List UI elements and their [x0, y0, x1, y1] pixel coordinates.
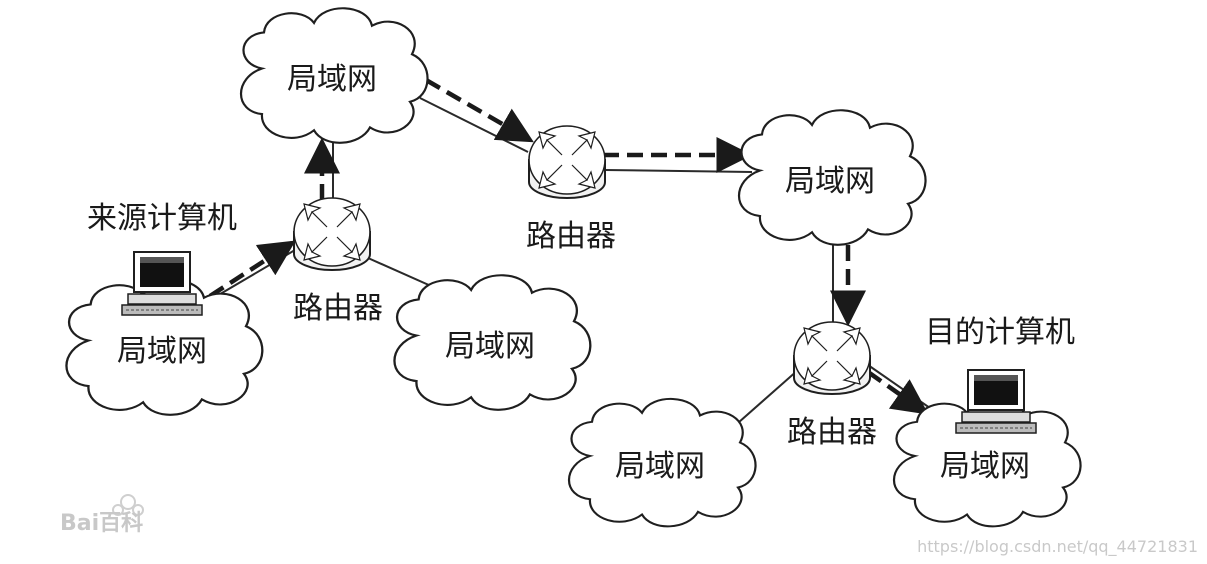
url-watermark: https://blog.csdn.net/qq_44721831 — [917, 537, 1198, 557]
lan-label: 局域网 — [287, 62, 377, 97]
baidu-watermark-text: Bai百科 — [60, 511, 143, 536]
lan-cloud-middle: 局域网 — [393, 274, 592, 411]
route-segment-6 — [866, 370, 929, 415]
source-computer-label: 来源计算机 — [87, 201, 237, 236]
router-label: 路由器 — [526, 219, 616, 254]
lan-cloud-right: 局域网 — [737, 109, 927, 246]
link-lan-top-router2 — [419, 97, 529, 153]
link-router2-lan-right — [604, 169, 753, 173]
lan-cloud-top: 局域网 — [239, 7, 429, 144]
lan-cloud-left: 局域网 — [65, 279, 264, 416]
link-lan-left-router1 — [209, 249, 296, 301]
lan-label: 局域网 — [615, 449, 705, 484]
router-3 — [793, 321, 871, 395]
router-icon — [293, 197, 371, 271]
route-segment-1 — [208, 240, 296, 298]
links — [209, 97, 941, 431]
computer-icon — [955, 369, 1037, 434]
lan-label: 局域网 — [117, 334, 207, 369]
computer-icon — [121, 251, 203, 316]
lan-label: 局域网 — [940, 449, 1030, 484]
route-segment-3 — [424, 78, 534, 143]
link-router3-lan-bottom — [729, 369, 799, 431]
router-label: 路由器 — [787, 415, 877, 450]
lan-label: 局域网 — [445, 329, 535, 364]
dest-computer — [955, 369, 1037, 434]
lan-cloud-bottom: 局域网 — [567, 397, 757, 528]
router-2 — [528, 125, 606, 199]
source-computer — [121, 251, 203, 316]
baidu-watermark: Bai百科 — [60, 494, 144, 536]
dest-computer-label: 目的计算机 — [925, 315, 1075, 350]
router-icon — [528, 125, 606, 199]
route-path — [208, 78, 929, 415]
lan-label: 局域网 — [785, 164, 875, 199]
router-label: 路由器 — [293, 291, 383, 326]
router-1 — [293, 197, 371, 271]
router-icon — [793, 321, 871, 395]
lan-cloud-dest: 局域网 — [892, 397, 1082, 528]
